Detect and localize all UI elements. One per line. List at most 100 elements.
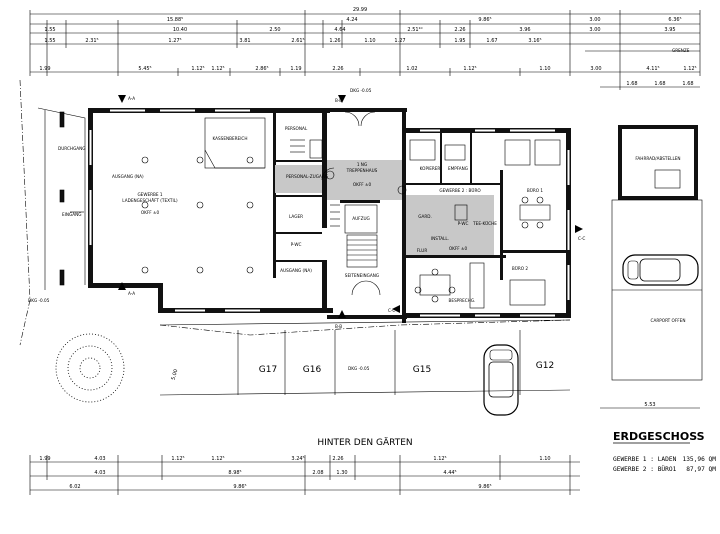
cut-bb-bottom: B-B <box>335 324 342 329</box>
svg-text:1.99: 1.99 <box>39 66 50 72</box>
street-name: HINTER DEN GÄRTEN <box>317 437 412 448</box>
svg-text:4.11⁵: 4.11⁵ <box>646 66 659 72</box>
svg-text:8.98⁵: 8.98⁵ <box>228 470 241 476</box>
svg-text:2.08: 2.08 <box>312 470 323 476</box>
carport <box>611 199 703 381</box>
svg-text:1.10: 1.10 <box>364 38 375 44</box>
bike-storage-building <box>618 125 698 200</box>
svg-text:1.02: 1.02 <box>406 66 417 72</box>
room-gewerbe1: GEWERBE 1 <box>137 192 162 197</box>
room-personal-zugang: PERSONAL-ZUGANG <box>286 174 328 179</box>
svg-text:9.86⁵: 9.86⁵ <box>478 17 491 23</box>
svg-text:5.45⁵: 5.45⁵ <box>138 66 151 72</box>
svg-text:9.86⁵: 9.86⁵ <box>233 484 246 490</box>
label-dkg-top: DKG -0.05 <box>350 88 372 93</box>
parking-g17: G17 <box>259 365 277 375</box>
label-dkg-parking: DKG -0.05 <box>348 366 370 371</box>
room-empfang: EMPFANG <box>448 166 468 171</box>
room-aufzug: AUFZUG <box>352 216 370 221</box>
svg-text:1.30: 1.30 <box>336 470 347 476</box>
svg-text:1.12⁵: 1.12⁵ <box>211 456 224 462</box>
svg-text:1.26: 1.26 <box>329 38 340 44</box>
shop-columns <box>141 156 254 274</box>
staff-access-gray <box>275 165 322 193</box>
svg-text:2.50: 2.50 <box>269 27 280 33</box>
okff-stairwell: OKFF ±0 <box>353 182 372 187</box>
room-install: INSTALL. <box>431 236 449 241</box>
cut-bb-top: B-B <box>335 98 342 103</box>
room-stairwell-nr: 1 NG <box>357 162 367 167</box>
svg-text:2.26: 2.26 <box>332 456 343 462</box>
okff-gewerbe1: OKFF ±0 <box>141 210 160 215</box>
tree-icon <box>55 333 125 403</box>
label-durchgang: DURCHGANG <box>58 146 86 151</box>
svg-text:15.88⁵: 15.88⁵ <box>167 17 183 23</box>
svg-text:4.44⁵: 4.44⁵ <box>443 470 456 476</box>
label-seiteneingang: SEITENEINGANG <box>345 273 379 278</box>
car-carport <box>622 254 699 286</box>
marker-2 <box>397 185 407 195</box>
section-markers <box>118 95 583 318</box>
svg-text:1.68: 1.68 <box>682 81 693 87</box>
cut-aa-bottom: A-A <box>128 291 135 296</box>
cut-cc-left: C-C <box>388 308 395 313</box>
svg-text:3.00: 3.00 <box>589 27 600 33</box>
dim-row2: 1.55 10.40 2.50 4.64 2.51¹⁰ 2.26 3.96 3.… <box>44 27 675 33</box>
svg-text:1.27: 1.27 <box>394 38 405 44</box>
svg-text:1.10: 1.10 <box>539 456 550 462</box>
property-boundary <box>19 79 571 346</box>
svg-text:6.02: 6.02 <box>69 484 80 490</box>
doors <box>321 111 381 296</box>
svg-text:1.68: 1.68 <box>626 81 637 87</box>
svg-text:3.24⁵: 3.24⁵ <box>291 456 304 462</box>
svg-text:2.26: 2.26 <box>332 66 343 72</box>
office-windows <box>420 129 570 317</box>
legend-row-2-value: 87,97 QM <box>686 466 716 473</box>
parking-g16: G16 <box>303 365 322 375</box>
room-gewerbe2: GEWERBE 2 : BÜRO <box>439 188 481 193</box>
bottom-dimension-chains <box>29 407 700 495</box>
label-ausgang: AUSGANG (NA) <box>280 268 312 273</box>
svg-text:4.24: 4.24 <box>346 17 357 23</box>
office-furniture <box>409 139 561 309</box>
label-eingang: EINGANG <box>62 212 82 217</box>
room-treppenhaus: TREPPENHAUS <box>346 168 378 173</box>
parking-lines <box>159 319 571 396</box>
parking-g12: G12 <box>536 361 554 371</box>
svg-text:1.12⁵: 1.12⁵ <box>463 66 476 72</box>
room-kopierer: KOPIERER <box>420 166 441 171</box>
legend-row-1-value: 135,96 QM <box>682 456 716 463</box>
legend-title: ERDGESCHOSS <box>613 430 705 443</box>
stairs <box>330 204 378 268</box>
svg-text:1.12⁵: 1.12⁵ <box>683 66 696 72</box>
car-parking <box>483 344 519 416</box>
svg-text:2.51¹⁰: 2.51¹⁰ <box>407 27 422 33</box>
svg-text:3.16⁵: 3.16⁵ <box>528 38 541 44</box>
dim-carport-width: 5.53 <box>644 402 655 408</box>
svg-text:4.03: 4.03 <box>94 470 105 476</box>
shop-walls <box>88 108 333 313</box>
svg-text:6.36⁵: 6.36⁵ <box>668 17 681 23</box>
cut-cc-right: C-C <box>578 236 585 241</box>
room-buero1: BÜRO 1 <box>527 188 543 193</box>
legend-row-2-name: GEWERBE 2 : BÜRO1 <box>613 464 677 473</box>
room-flur: FLUR <box>417 248 428 253</box>
svg-text:1.12⁵: 1.12⁵ <box>433 456 446 462</box>
stairwell-walls <box>327 108 407 323</box>
room-teekueche: TEE-KÜCHE <box>472 221 497 226</box>
svg-text:9.86⁵: 9.86⁵ <box>478 484 491 490</box>
area-legend: ERDGESCHOSS GEWERBE 1 : LADEN 135,96 QM … <box>613 430 716 473</box>
dim-left-height: 5.00 <box>171 369 180 381</box>
svg-text:4.03: 4.03 <box>94 456 105 462</box>
svg-text:10.40: 10.40 <box>173 27 187 33</box>
svg-text:1.19: 1.19 <box>290 66 301 72</box>
room-gewerbe1-sub: LADENGESCHÄFT (TEXTIL) <box>122 198 178 203</box>
svg-text:1.55: 1.55 <box>44 27 55 33</box>
room-pwc-2: P-WC <box>458 221 469 226</box>
label-ausgang-left: AUSGANG (NA) <box>112 174 144 179</box>
room-personal: PERSONAL <box>285 126 308 131</box>
room-buero2: BÜRO 2 <box>512 266 528 271</box>
label-carport: CARPORT OFFEN <box>651 318 686 323</box>
svg-text:2.26: 2.26 <box>454 27 465 33</box>
